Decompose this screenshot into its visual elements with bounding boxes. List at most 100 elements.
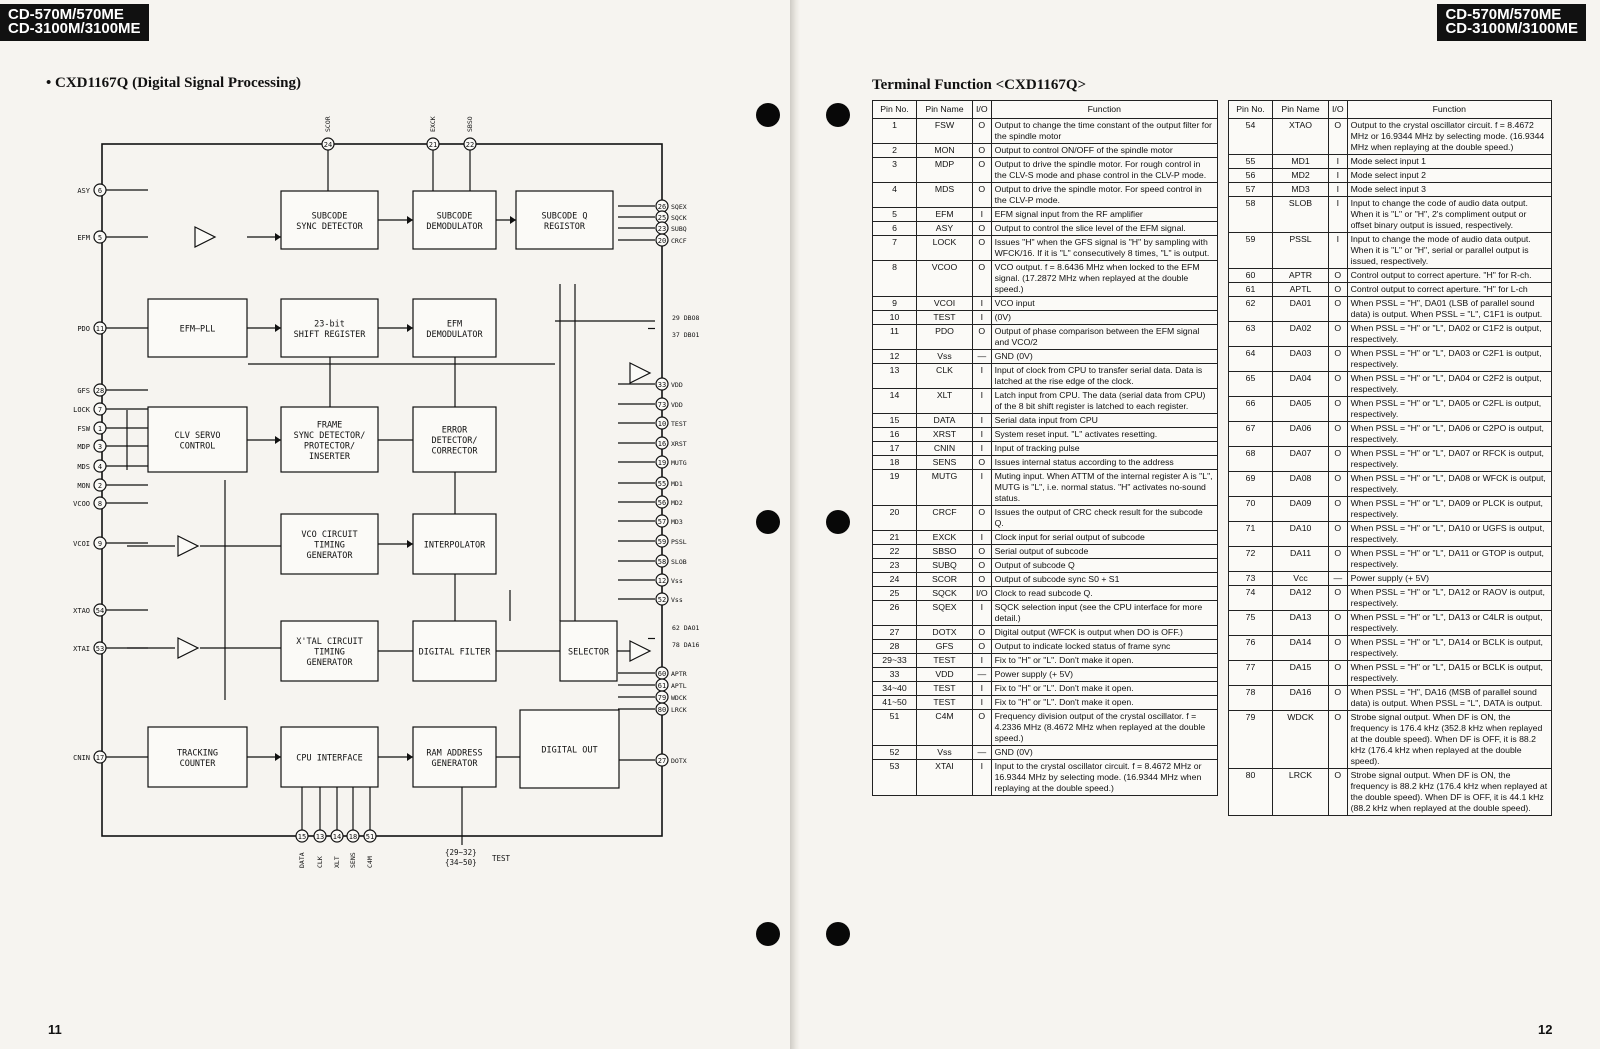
model-tag-left: CD-570M/570ME CD-3100M/3100ME <box>0 4 149 41</box>
cell-io: O <box>972 260 992 297</box>
cell-function: Mode select input 3 <box>1346 182 1553 197</box>
pin-name: CLK <box>316 856 324 868</box>
cell-pin-name: DA01 <box>1272 296 1329 322</box>
arrow-head <box>275 436 281 444</box>
block-label: FRAME <box>317 420 343 430</box>
cell-pin-name: MDP <box>916 157 973 183</box>
cell-pin-name: SENS <box>916 455 973 470</box>
pin-number: 26 <box>658 203 666 211</box>
model-line-1: CD-570M/570ME <box>1445 6 1562 23</box>
block-label: RAM ADDRESS <box>426 748 482 758</box>
cell-pin-name: DATA <box>916 413 973 428</box>
cell-pin-no: 57 <box>1228 182 1273 197</box>
cell-pin-no: 10 <box>872 310 917 325</box>
pin-name: CNIN <box>73 754 90 762</box>
block-error-det <box>412 406 497 473</box>
binder-hole <box>756 103 780 127</box>
arrow-head <box>407 753 413 761</box>
cell-pin-name: XRST <box>916 427 973 442</box>
cell-pin-no: 62 <box>1228 296 1273 322</box>
cell-io: O <box>972 544 992 559</box>
col-function: Function <box>1346 100 1553 119</box>
block-shift-reg <box>280 298 379 358</box>
block-efm-demod <box>412 298 497 358</box>
cell-pin-no: 33 <box>872 667 917 682</box>
pin-number: 54 <box>96 607 104 615</box>
cell-pin-no: 71 <box>1228 521 1273 547</box>
cell-pin-no: 19 <box>872 469 917 506</box>
cell-function: Power supply (+ 5V) <box>990 667 1219 682</box>
block-label: GENERATOR <box>306 551 353 561</box>
cell-io: O <box>972 455 992 470</box>
cell-pin-no: 75 <box>1228 610 1273 636</box>
block-label: DIGITAL FILTER <box>419 648 492 658</box>
cell-pin-name: XTAO <box>1272 118 1329 155</box>
cell-pin-name: XLT <box>916 388 973 414</box>
cell-pin-name: SQEX <box>916 600 973 626</box>
cell-io: I <box>972 207 992 222</box>
pin-number: 3 <box>98 443 102 451</box>
block-label: SUBCODE Q <box>541 211 587 221</box>
cell-pin-name: SUBQ <box>916 558 973 573</box>
table-header-row: Pin No. Pin Name I/O Function <box>872 100 1219 119</box>
pin-number: 22 <box>466 141 474 149</box>
arrow-head <box>407 216 413 224</box>
block-tracking <box>147 726 248 788</box>
pin-number: 9 <box>98 540 102 548</box>
cell-io: O <box>972 235 992 261</box>
cell-pin-no: 5 <box>872 207 917 222</box>
block-label: DEMODULATOR <box>426 330 483 340</box>
cell-pin-name: FSW <box>916 118 973 144</box>
cell-pin-no: 20 <box>872 505 917 531</box>
pin-circle <box>363 829 377 843</box>
cell-pin-name: CRCF <box>916 505 973 531</box>
block-label: X'TAL CIRCUIT <box>296 637 363 647</box>
cell-pin-name: CLK <box>916 363 973 389</box>
cell-pin-no: 16 <box>872 427 917 442</box>
pin-number: 58 <box>658 558 666 566</box>
page-fold <box>790 0 800 1049</box>
cell-io: — <box>972 745 992 760</box>
block-subcode-demod <box>412 190 497 250</box>
cell-pin-no: 29~33 <box>872 653 917 668</box>
buffer-symbol <box>177 637 200 659</box>
cell-pin-no: 72 <box>1228 546 1273 572</box>
pin-circle <box>655 416 669 430</box>
cell-pin-name: MDS <box>916 182 973 208</box>
pin-circle <box>655 592 669 606</box>
cell-io: I <box>972 441 992 456</box>
pin-circle <box>330 829 344 843</box>
cell-pin-name: MUTG <box>916 469 973 506</box>
cell-pin-no: 34~40 <box>872 681 917 696</box>
cell-pin-no: 79 <box>1228 710 1273 769</box>
pin-number: 52 <box>658 596 666 604</box>
cell-io: I <box>972 413 992 428</box>
pin-name: ASY <box>77 187 90 195</box>
cell-pin-no: 18 <box>872 455 917 470</box>
buffer-symbol <box>194 226 217 248</box>
bus-label: 78 DA16 <box>672 641 699 649</box>
block-label: EFM <box>447 319 462 329</box>
block-label: SYNC DETECTOR/ <box>294 431 366 441</box>
block-label: DIGITAL OUT <box>541 746 597 756</box>
pin-name: EXCK <box>429 116 437 132</box>
cell-pin-no: 60 <box>1228 268 1273 283</box>
block-xtal-circuit <box>280 620 379 682</box>
